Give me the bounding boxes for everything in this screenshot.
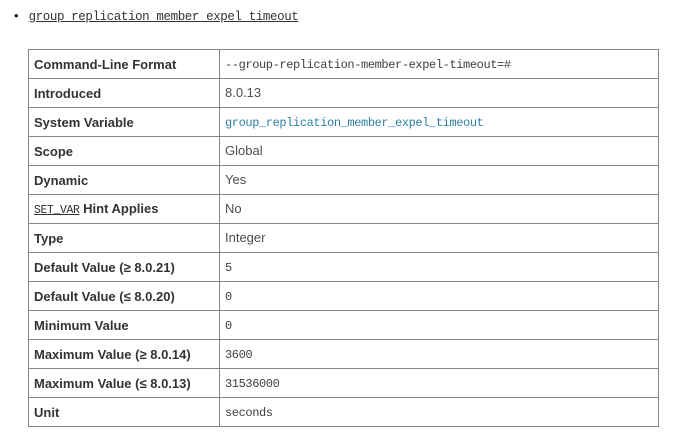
table-row: Unit seconds: [28, 397, 659, 427]
property-value: No: [225, 201, 242, 216]
property-name-cell: Maximum Value (≤ 8.0.13): [28, 368, 220, 398]
property-name-cell: SET_VAR Hint Applies: [28, 194, 220, 224]
property-name: Default Value (≥ 8.0.21): [34, 259, 175, 275]
property-name: Type: [34, 230, 64, 246]
table-row: Minimum Value 0: [28, 310, 659, 340]
list-item-heading: • group_replication_member_expel_timeout: [14, 7, 299, 26]
table-row: Dynamic Yes: [28, 165, 659, 195]
property-name-cell: Default Value (≤ 8.0.20): [28, 281, 220, 311]
property-value-cell: seconds: [219, 397, 659, 427]
property-name: Hint Applies: [79, 201, 159, 216]
property-name: Scope: [34, 143, 74, 159]
property-name-cell: Minimum Value: [28, 310, 220, 340]
table-body: Command-Line Format --group-replication-…: [28, 49, 659, 427]
table-row: Maximum Value (≤ 8.0.13) 31536000: [28, 368, 659, 398]
property-value-cell: No: [219, 194, 659, 224]
property-value: 0: [225, 290, 232, 304]
property-value: 8.0.13: [225, 85, 262, 100]
property-name: Unit: [34, 404, 60, 420]
property-value-cell: 0: [219, 310, 659, 340]
property-name: Dynamic: [34, 172, 89, 188]
setvar-hint-link[interactable]: SET_VAR: [34, 204, 80, 217]
table-row: Command-Line Format --group-replication-…: [28, 49, 659, 79]
property-name-cell: Type: [28, 223, 220, 253]
table-row: System Variable group_replication_member…: [28, 107, 659, 137]
property-value: Integer: [225, 230, 266, 245]
table-row: Introduced 8.0.13: [28, 78, 659, 108]
property-name: Command-Line Format: [34, 56, 177, 72]
table-row: Default Value (≥ 8.0.21) 5: [28, 252, 659, 282]
property-value: Global: [225, 143, 263, 158]
property-value: 31536000: [225, 377, 280, 391]
property-value: Yes: [225, 172, 247, 187]
property-value: 0: [225, 319, 232, 333]
property-value-cell: Global: [219, 136, 659, 166]
table-row: Default Value (≤ 8.0.20) 0: [28, 281, 659, 311]
property-name: System Variable: [34, 114, 134, 130]
property-value: --group-replication-member-expel-timeout…: [225, 58, 511, 72]
table-row: Maximum Value (≥ 8.0.14) 3600: [28, 339, 659, 369]
variable-properties-table: Command-Line Format --group-replication-…: [28, 49, 659, 427]
property-name: Minimum Value: [34, 317, 129, 333]
property-value-cell: 31536000: [219, 368, 659, 398]
property-value: 5: [225, 261, 232, 275]
property-value-cell: 8.0.13: [219, 78, 659, 108]
property-name: Maximum Value (≤ 8.0.13): [34, 375, 191, 391]
property-name: Default Value (≤ 8.0.20): [34, 288, 175, 304]
property-value: seconds: [225, 406, 273, 420]
property-value-cell: 5: [219, 252, 659, 282]
property-value-cell: Integer: [219, 223, 659, 253]
variable-title-link[interactable]: group_replication_member_expel_timeout: [28, 10, 299, 24]
table-row: SET_VAR Hint Applies No: [28, 194, 659, 224]
property-name: Introduced: [34, 85, 102, 101]
property-name-cell: Unit: [28, 397, 220, 427]
property-value-cell: 0: [219, 281, 659, 311]
property-name-cell: Scope: [28, 136, 220, 166]
list-bullet-icon: •: [14, 8, 19, 23]
property-name-cell: System Variable: [28, 107, 220, 137]
property-name-cell: Default Value (≥ 8.0.21): [28, 252, 220, 282]
table-row: Type Integer: [28, 223, 659, 253]
property-value-cell: group_replication_member_expel_timeout: [219, 107, 659, 137]
property-value-cell: --group-replication-member-expel-timeout…: [219, 49, 659, 79]
property-name-cell: Dynamic: [28, 165, 220, 195]
property-name-cell: Introduced: [28, 78, 220, 108]
property-name-cell: Command-Line Format: [28, 49, 220, 79]
system-variable-link[interactable]: group_replication_member_expel_timeout: [225, 116, 484, 130]
property-value: 3600: [225, 348, 253, 362]
property-name: Maximum Value (≥ 8.0.14): [34, 346, 191, 362]
property-value-cell: 3600: [219, 339, 659, 369]
table-row: Scope Global: [28, 136, 659, 166]
property-name-cell: Maximum Value (≥ 8.0.14): [28, 339, 220, 369]
property-value-cell: Yes: [219, 165, 659, 195]
